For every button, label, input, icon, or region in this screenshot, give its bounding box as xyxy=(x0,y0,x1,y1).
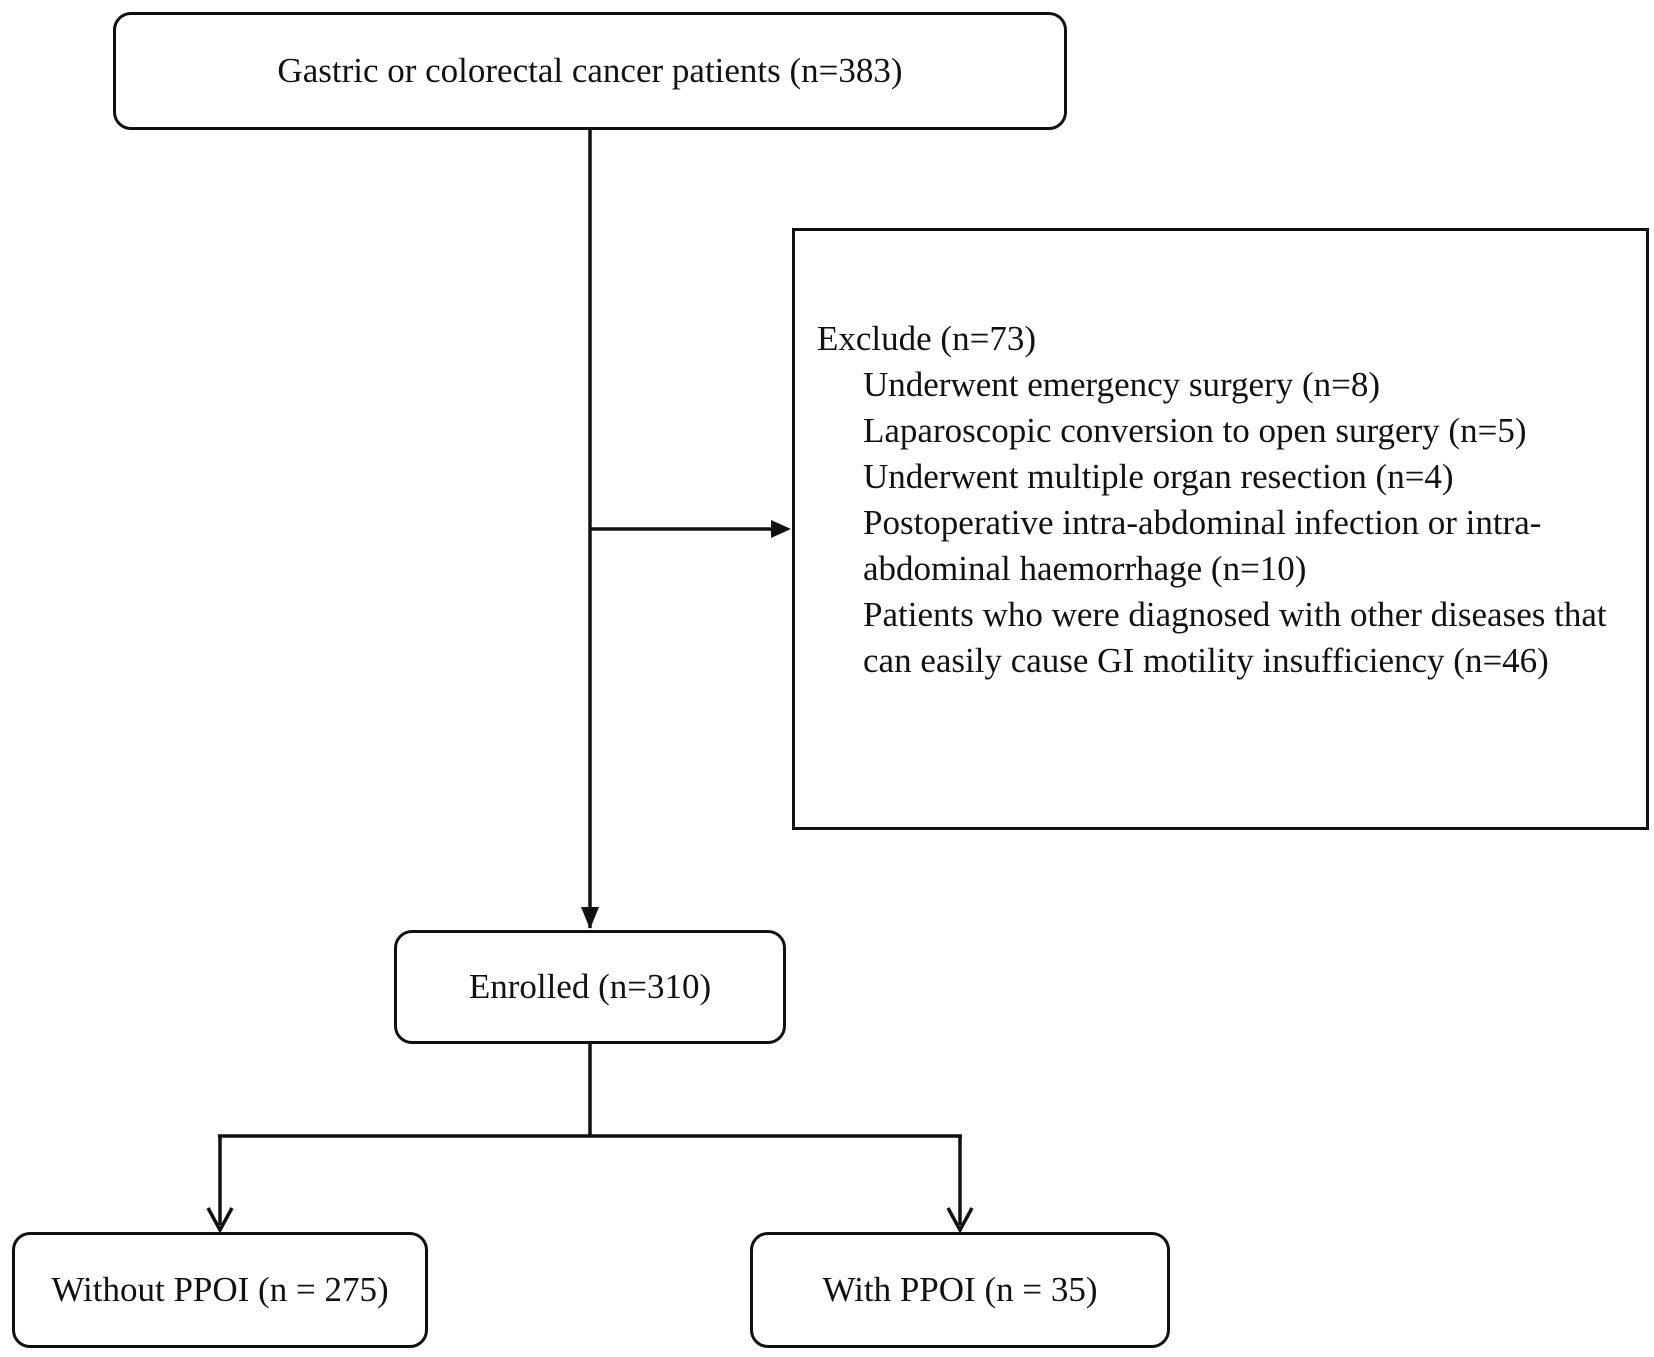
node-with-ppoi: With PPOI (n = 35) xyxy=(750,1232,1170,1348)
node-start-label: Gastric or colorectal cancer patients (n… xyxy=(277,51,903,90)
exclude-title: Exclude (n=73) xyxy=(817,319,1036,358)
exclude-list: Underwent emergency surgery (n=8) Laparo… xyxy=(817,362,1626,684)
node-enrolled: Enrolled (n=310) xyxy=(394,930,786,1044)
arrowhead-with-ppoi xyxy=(946,1207,974,1234)
exclude-item: Patients who were diagnosed with other d… xyxy=(863,595,1607,680)
arrowhead-enrolled xyxy=(581,907,599,929)
arrowhead-without-ppoi xyxy=(206,1207,234,1234)
node-with-ppoi-label: With PPOI (n = 35) xyxy=(822,1270,1098,1309)
exclude-item: Postoperative intra-abdominal infection … xyxy=(863,503,1542,588)
exclude-item: Underwent multiple organ resection (n=4) xyxy=(863,457,1454,496)
arrowhead-exclude xyxy=(771,520,791,538)
exclude-item: Laparoscopic conversion to open surgery … xyxy=(863,411,1527,450)
exclude-item: Underwent emergency surgery (n=8) xyxy=(863,365,1381,404)
node-start: Gastric or colorectal cancer patients (n… xyxy=(113,12,1067,130)
node-enrolled-label: Enrolled (n=310) xyxy=(468,967,712,1006)
node-without-ppoi-label: Without PPOI (n = 275) xyxy=(51,1270,389,1309)
node-without-ppoi: Without PPOI (n = 275) xyxy=(12,1232,428,1348)
node-exclude: Exclude (n=73) Underwent emergency surge… xyxy=(792,228,1649,830)
